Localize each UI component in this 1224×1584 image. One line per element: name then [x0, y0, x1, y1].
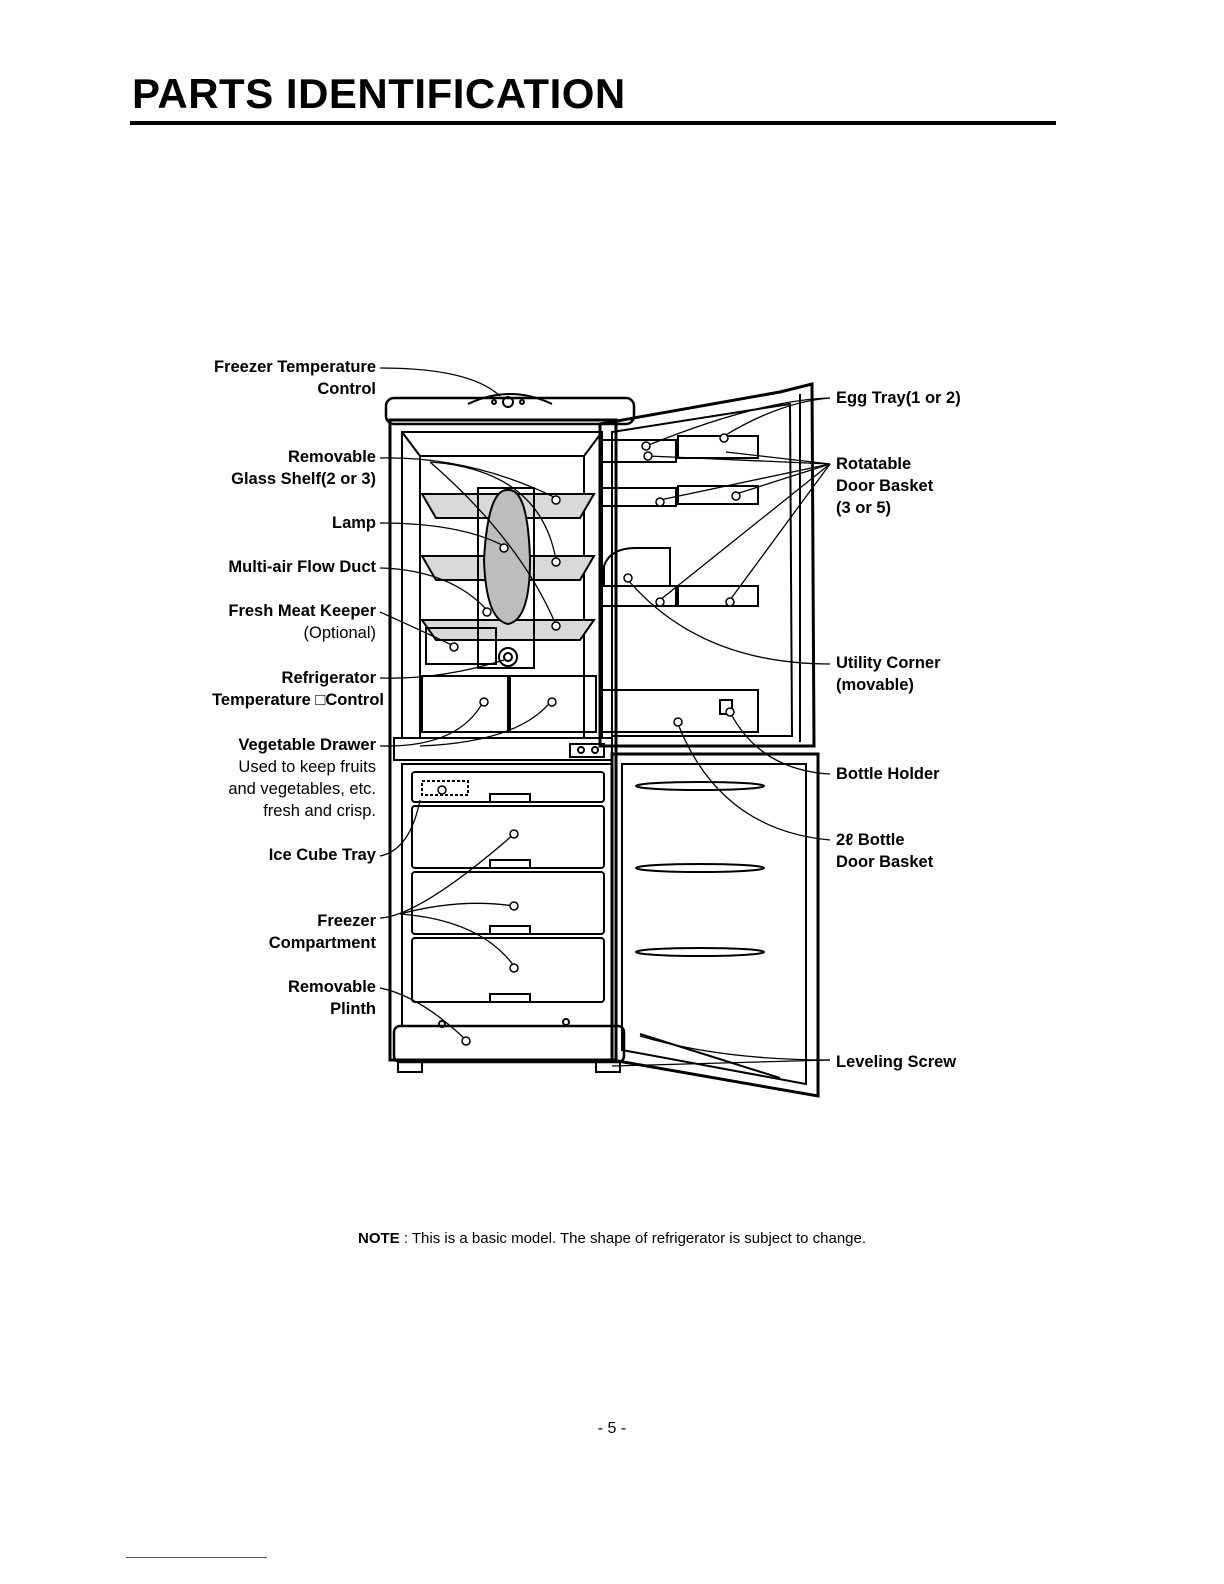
page-number: - 5 - [597, 1420, 627, 1437]
vegetable-drawer-right [509, 675, 597, 733]
label-freezer-compartment: Freezer Compartment [269, 910, 376, 954]
door-baskets [601, 435, 759, 733]
freezer-drawer-3 [411, 937, 605, 1003]
control-bump [467, 393, 553, 405]
label-multi-air-flow-duct: Multi-air Flow Duct [228, 558, 376, 576]
label-line: (Optional) [303, 624, 376, 642]
freezer-drawer-1 [411, 805, 605, 869]
label-line: (movable) [836, 676, 914, 694]
label-line: Compartment [268, 934, 376, 952]
label-line: Fresh Meat Keeper [228, 602, 376, 620]
note: NOTE : This is a basic model. The shape … [0, 1230, 1224, 1247]
note-label: NOTE [357, 1230, 400, 1247]
label-line: Plinth [330, 1000, 376, 1018]
meat-keeper [425, 627, 497, 665]
label-utility-corner: Utility Corner (movable) [836, 652, 941, 696]
label-lamp: Lamp [331, 514, 376, 532]
label-ice-cube-tray: Ice Cube Tray [268, 846, 376, 864]
title-rule [130, 121, 1056, 125]
label-fresh-meat-keeper: Fresh Meat Keeper (Optional) [228, 600, 376, 644]
label-removable-plinth: Removable Plinth [288, 976, 376, 1020]
vegetable-drawer-left [421, 675, 509, 733]
note-text: : This is a basic model. The shape of re… [399, 1230, 867, 1247]
label-vegetable-drawer: Vegetable Drawer [238, 736, 376, 754]
freezer-door [610, 752, 820, 1098]
label-bottle-holder: Bottle Holder [836, 765, 940, 783]
label-line: and vegetables, etc. [228, 780, 376, 798]
fridge-door [598, 382, 816, 748]
label-line: Glass Shelf(2 or 3) [231, 470, 376, 488]
footer-rule [126, 1557, 267, 1558]
label-line: Freezer Temperature [213, 358, 376, 376]
freezer-interior [401, 763, 613, 1027]
label-line: Temperature □Control [212, 691, 384, 709]
label-line: Control [317, 380, 376, 398]
label-leveling-screw: Leveling Screw [836, 1053, 957, 1071]
label-refrigerator-temperature-control: Refrigerator Temperature □Control [212, 667, 384, 711]
label-rotatable-door-basket: Rotatable Door Basket (3 or 5) [836, 453, 933, 519]
label-bottle-door-basket: 2ℓ Bottle Door Basket [836, 829, 933, 873]
label-line: Freezer [317, 912, 376, 930]
freezer-control-knob [502, 396, 514, 408]
page-title: PARTS IDENTIFICATION [132, 70, 626, 117]
label-removable-glass-shelf: Removable Glass Shelf(2 or 3) [231, 446, 376, 490]
label-line: Used to keep fruits [238, 758, 376, 776]
freezer-drawer-2 [411, 871, 605, 935]
label-line: Door Basket [836, 853, 934, 871]
label-line: Door Basket [836, 477, 934, 495]
cabinet-outline [388, 418, 618, 1062]
multi-air-duct [482, 489, 532, 626]
plinth [392, 1024, 626, 1064]
label-line: Removable [287, 448, 376, 466]
label-line: 2ℓ Bottle [836, 831, 905, 849]
ice-tray [421, 780, 469, 796]
label-line: Removable [287, 978, 376, 996]
label-line: Rotatable [836, 455, 912, 473]
label-egg-tray: Egg Tray(1 or 2) [836, 389, 961, 407]
label-vegetable-drawer-desc: Used to keep fruits and vegetables, etc.… [228, 756, 376, 822]
label-line: Utility Corner [836, 654, 941, 672]
freezer-door-shelves [635, 781, 765, 957]
label-line: (3 or 5) [836, 499, 892, 517]
fridge-temp-knob [498, 647, 518, 667]
label-freezer-temperature-control: Freezer Temperature Control [214, 356, 376, 400]
label-line: Refrigerator [281, 669, 376, 687]
label-line: fresh and crisp. [263, 802, 376, 820]
compartment-divider [393, 737, 613, 761]
